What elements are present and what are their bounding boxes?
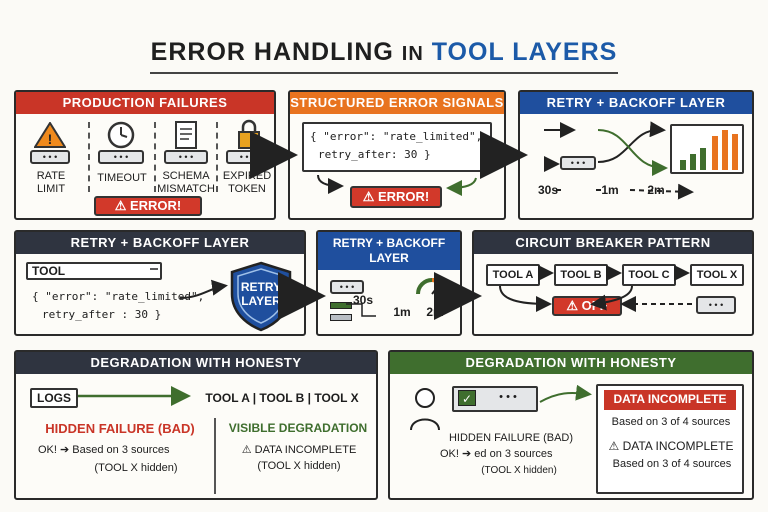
- server-icon: [30, 150, 70, 164]
- degradation-panel-right: DEGRADATION WITH HONESTY ✓ • • • HIDDEN …: [388, 350, 754, 500]
- document-icon: [175, 121, 197, 149]
- failure-label-schema-mismatch: SCHEMA MISMATCH: [157, 170, 215, 195]
- hidden-failure-title: HIDDEN FAILURE (BAD): [45, 421, 195, 436]
- chart-bar: [690, 154, 696, 170]
- timeline-1m: 1m: [393, 305, 411, 319]
- visible-degradation-line-2: (TOOL X hidden): [257, 460, 341, 472]
- status-bar: [330, 314, 352, 321]
- timeline-2m: 2m: [426, 305, 444, 319]
- server-icon: [560, 156, 596, 170]
- error-json-line-1: { "error": "rate_limited",: [310, 130, 483, 143]
- title-part-2: IN: [401, 43, 424, 65]
- retry-json-line-1: { "error": "rate_limited",: [32, 290, 205, 303]
- server-icon: [330, 280, 364, 294]
- divider: [214, 418, 216, 494]
- incomplete-badge: DATA INCOMPLETE: [613, 392, 727, 406]
- logs-label: LOGS: [36, 391, 71, 405]
- tool-label: TOOL: [32, 264, 66, 278]
- warning-icon: !: [34, 122, 66, 148]
- degradation-panel-left: DEGRADATION WITH HONESTY LOGS TOOL A | T…: [14, 350, 378, 500]
- tool-bar: [26, 262, 162, 280]
- failure-label-timeout: TIMEOUT: [97, 172, 147, 184]
- retry-backoff-panel-small: RETRY + BACKOFF LAYER 30s 1m 2m: [316, 230, 462, 336]
- failure-label-expired-token: EXPIRED TOKEN: [222, 170, 272, 195]
- person-icon: [410, 388, 440, 431]
- dots-icon: • • •: [499, 391, 517, 403]
- error-json-line-2: retry_after: 30 }: [318, 148, 431, 161]
- incomplete-warning-title: ⚠ DATA INCOMPLETE: [608, 439, 734, 453]
- server-icon: [164, 150, 208, 164]
- retry-backoff-header-small: RETRY + BACKOFF LAYER: [332, 236, 446, 265]
- retry-backoff-header-mid: RETRY + BACKOFF LAYER: [16, 232, 304, 254]
- timeline-30s: 30s: [352, 293, 374, 307]
- chart-bar: [732, 134, 738, 170]
- chart-bar: [722, 130, 728, 170]
- hidden-failure-title-right: HIDDEN FAILURE (BAD): [448, 432, 574, 444]
- page-title: ERROR HANDLING IN TOOL LAYERS: [0, 38, 768, 67]
- divider: [154, 122, 156, 192]
- circuit-breaker-header: CIRCUIT BREAKER PATTERN: [474, 232, 752, 254]
- server-icon: [98, 150, 144, 164]
- incomplete-badge-line: Based on 3 of 4 sources: [611, 416, 731, 428]
- retry-backoff-header-top: RETRY + BACKOFF LAYER: [520, 92, 752, 114]
- retry-json-line-2: retry_after : 30 }: [42, 308, 162, 321]
- retry-backoff-header-small-bg: [318, 232, 460, 270]
- hidden-failure-line-1: OK! ➔ Based on 3 sources: [38, 444, 170, 456]
- hidden-failure-line-2-right: (TOOL X hidden): [481, 465, 557, 476]
- shield-text: RETRY LAYER: [240, 280, 282, 308]
- error-badge: ⚠ ERROR!: [94, 196, 202, 216]
- chart-bar: [680, 160, 686, 170]
- logs-box: [30, 388, 78, 408]
- production-failures-panel: PRODUCTION FAILURES ! RATE LIMIT TIMEOUT…: [14, 90, 276, 220]
- tool-a-box: TOOL A: [486, 264, 540, 286]
- server-icon: [226, 150, 268, 164]
- incomplete-badge-bg: [604, 390, 736, 410]
- structured-error-header: STRUCTURED ERROR SIGNALS: [290, 92, 504, 114]
- error-badge: ⚠ ERROR!: [350, 186, 442, 208]
- title-part-1: ERROR HANDLING: [150, 38, 394, 66]
- hidden-failure-line-1-right: OK! ➔ ed on 3 sources: [440, 448, 553, 460]
- chart-bar: [700, 148, 706, 170]
- svg-text:!: !: [48, 131, 53, 147]
- tool-c-box: TOOL C: [622, 264, 676, 286]
- retry-backoff-panel-top: RETRY + BACKOFF LAYER 30s 1m 2m: [518, 90, 754, 220]
- tool-x-box: TOOL X: [690, 264, 744, 286]
- timeline-30s: 30s: [537, 183, 559, 197]
- title-part-3: TOOL LAYERS: [431, 38, 618, 66]
- structured-error-panel: STRUCTURED ERROR SIGNALS { "error": "rat…: [288, 90, 506, 220]
- incomplete-warning-line: Based on 3 of 4 sources: [612, 458, 732, 470]
- failure-label-rate-limit: RATE LIMIT: [36, 170, 66, 195]
- circuit-breaker-panel: CIRCUIT BREAKER PATTERN TOOL A TOOL B TO…: [472, 230, 754, 336]
- production-failures-header: PRODUCTION FAILURES: [16, 92, 274, 114]
- visible-degradation-line-1: ⚠ DATA INCOMPLETE: [241, 444, 357, 456]
- divider: [216, 122, 218, 192]
- chart-bar: [712, 136, 718, 170]
- server-icon: [696, 296, 736, 314]
- lock-icon: [238, 119, 260, 149]
- logs-tools-line: TOOL A | TOOL B | TOOL X: [205, 391, 359, 405]
- tool-b-box: TOOL B: [554, 264, 608, 286]
- check-icon: ✓: [458, 390, 476, 406]
- degradation-header-right: DEGRADATION WITH HONESTY: [390, 352, 752, 374]
- visible-degradation-title: VISIBLE DEGRADATION: [228, 421, 368, 435]
- gauge-icon: [416, 278, 448, 295]
- timeline-1m: 1m: [601, 183, 619, 197]
- timeline-2m: 2m: [647, 183, 665, 197]
- hidden-failure-line-2: (TOOL X hidden): [94, 462, 178, 474]
- degradation-header-left: DEGRADATION WITH HONESTY: [16, 352, 376, 374]
- clock-icon: [107, 121, 135, 149]
- title-underline: [150, 72, 618, 74]
- divider: [88, 122, 90, 192]
- retry-backoff-panel-mid: RETRY + BACKOFF LAYER TOOL { "error": "r…: [14, 230, 306, 336]
- circuit-off-badge: ⚠ OFF: [552, 296, 622, 316]
